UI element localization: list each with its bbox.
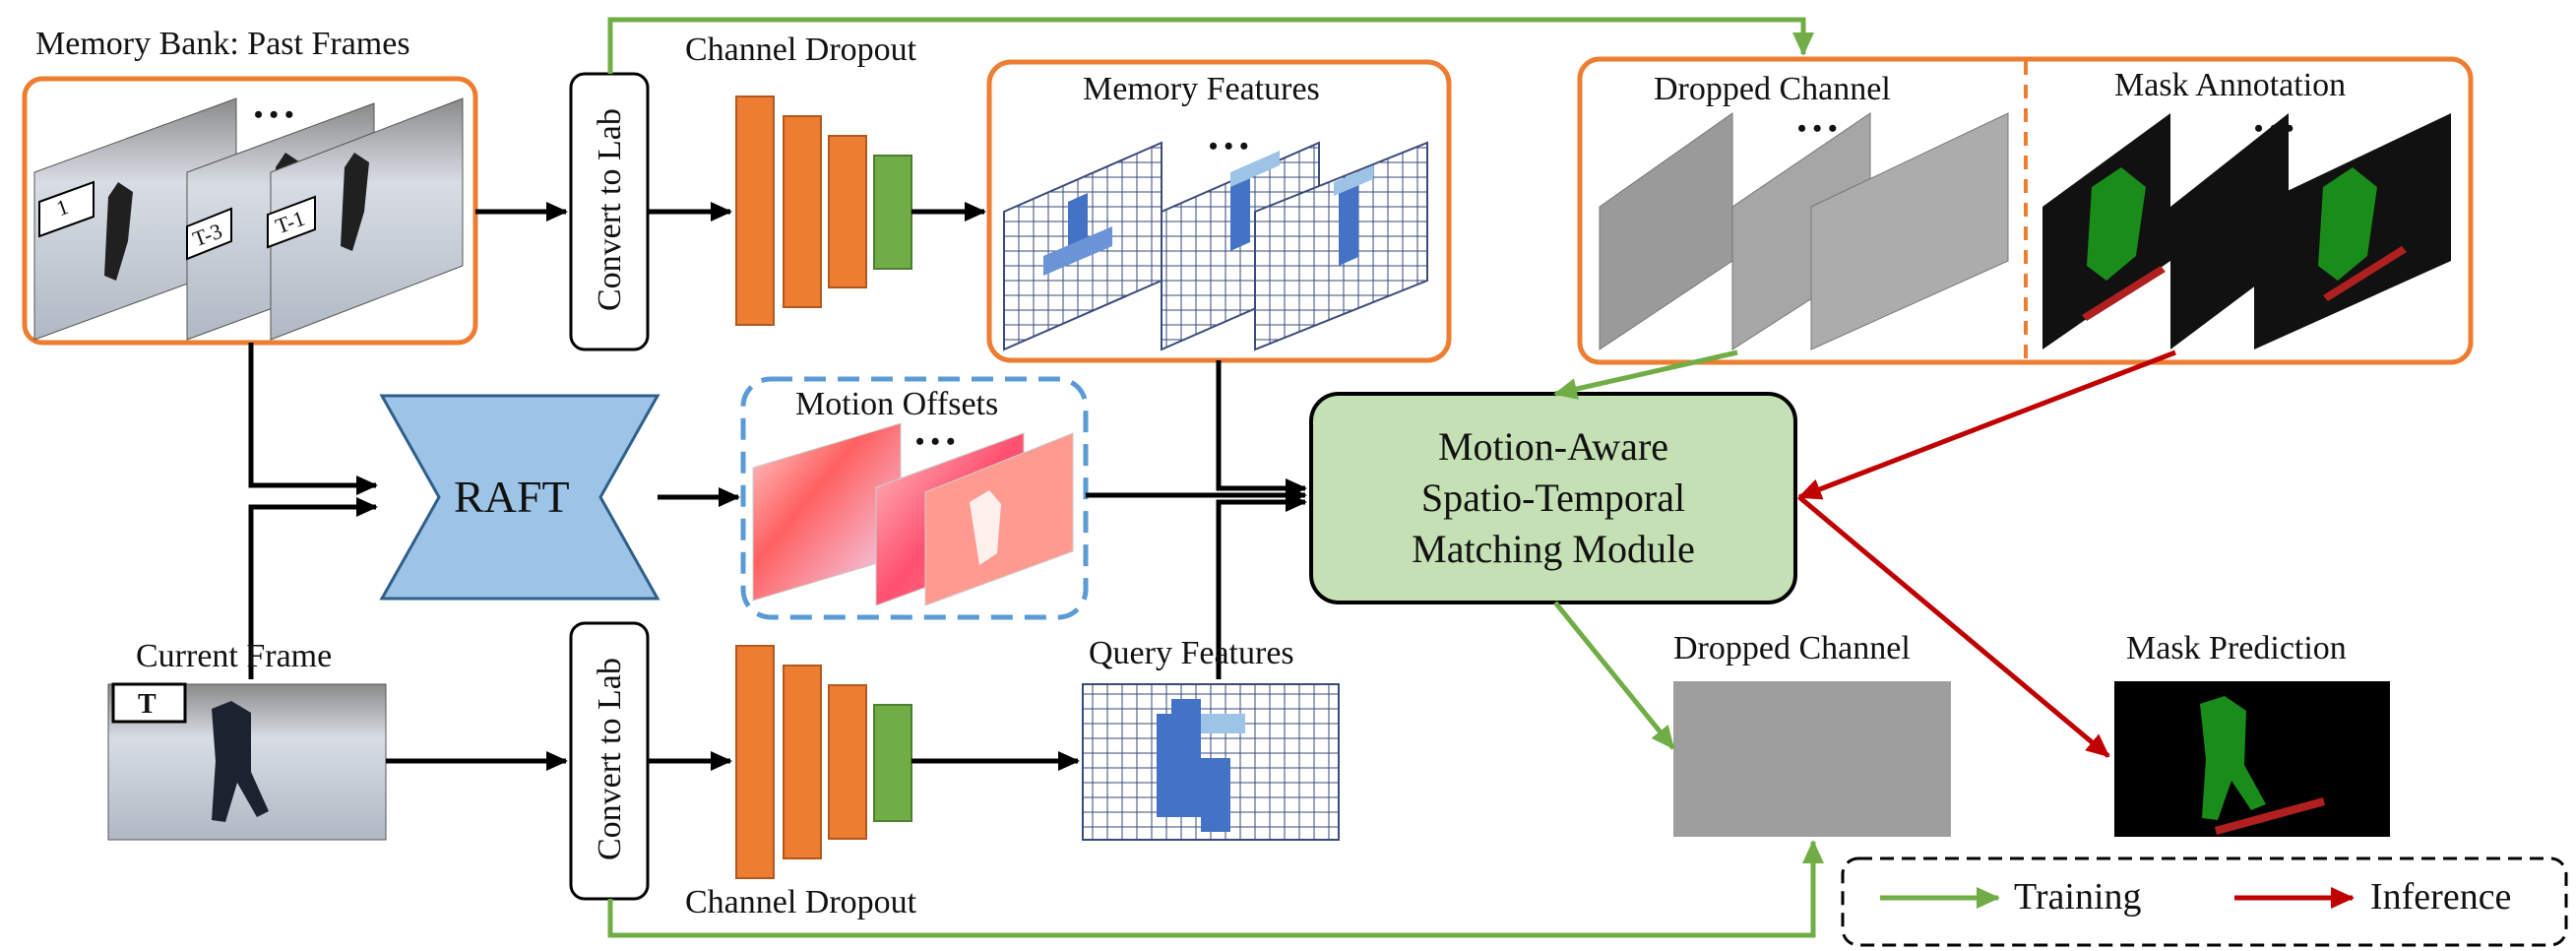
matching-module [1309, 392, 1797, 604]
past-frame-t1 [270, 97, 464, 341]
training-arrows [607, 17, 1824, 938]
ellipsis-mask-annotation: • • • [2254, 114, 2294, 143]
dropped-channel-top-label: Dropped Channel [1654, 71, 1891, 107]
raft-label: RAFT [454, 472, 570, 522]
memory-bank-label: Memory Bank: Past Frames [35, 26, 410, 62]
frame-tag-t-box [111, 682, 187, 724]
motion-offsets-label: Motion Offsets [795, 386, 999, 422]
memory-feature-grid-3 [1254, 141, 1428, 351]
motion-offset-maps [752, 422, 1074, 606]
ellipsis-memory-bank: • • • [254, 100, 294, 129]
legend-training-label: Training [2014, 876, 2142, 918]
convert-lab-bottom-label: Convert to Lab [592, 658, 628, 860]
module-label-line1: Motion-Aware [1437, 424, 1669, 469]
convert-lab-top-label: Convert to Lab [592, 108, 628, 311]
frame-tag-t3 [186, 207, 232, 261]
encoder-bottom [735, 645, 912, 879]
dropped-channel-bottom-label: Dropped Channel [1673, 630, 1911, 666]
current-frame-label: Current Frame [136, 638, 333, 674]
motion-offsets-box [740, 376, 1089, 620]
query-features-label: Query Features [1089, 635, 1294, 671]
dropped-channel-output [1673, 681, 1951, 837]
module-label: Motion-Aware Spatio-Temporal Matching Mo… [1311, 421, 1795, 575]
ellipsis-dropped-channel: • • • [1797, 114, 1838, 143]
memory-feature-grid-1 [1003, 141, 1162, 351]
legend-box [1841, 856, 2568, 947]
raft-block [379, 394, 660, 601]
channel-dropout-top-label: Channel Dropout [685, 32, 917, 68]
ellipsis-motion-offsets: • • • [915, 427, 956, 456]
training-target-box [1577, 56, 2474, 365]
mask-annotation-stack [2042, 113, 2451, 349]
past-frame-1 [33, 97, 237, 341]
black-connectors [248, 202, 1307, 771]
legend-inference-label: Inference [2370, 876, 2512, 918]
ellipsis-memory-features: • • • [1209, 132, 1249, 160]
encoder-top [735, 95, 912, 326]
dropped-channel-stack [1599, 112, 2009, 350]
module-label-line2: Spatio-Temporal [1420, 476, 1686, 520]
module-label-line3: Matching Module [1412, 527, 1695, 571]
channel-dropout-bottom-label: Channel Dropout [685, 884, 917, 920]
inference-arrows [1797, 349, 2176, 758]
query-feature-grid [1082, 683, 1340, 841]
frame-tag-1 [38, 180, 94, 238]
mask-prediction-output [2114, 681, 2390, 837]
mask-prediction-label: Mask Prediction [2126, 630, 2347, 666]
memory-features-label: Memory Features [1083, 71, 1320, 107]
mask-annotation-label: Mask Annotation [2114, 67, 2347, 103]
frame-tag-t1 [267, 195, 316, 249]
frame-tag-t-label: T [138, 689, 157, 720]
